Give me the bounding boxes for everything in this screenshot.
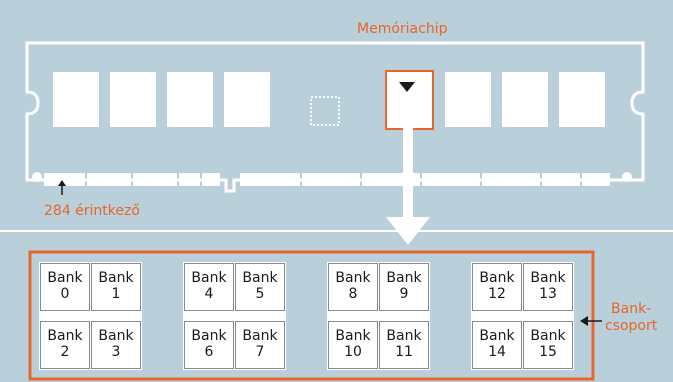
dimm-module-outline — [25, 41, 645, 193]
big-arrow-shaft — [403, 128, 413, 220]
memory-chip — [502, 72, 548, 127]
contacts-label: 284 érintkező — [44, 203, 140, 219]
contact-strip — [44, 173, 610, 186]
memory-chip — [559, 72, 605, 127]
bank-group-label: Bank- csoport — [605, 301, 658, 334]
memory-chip — [167, 72, 213, 127]
memory-chip — [53, 72, 99, 127]
bank-group-pointer-arrow — [580, 316, 588, 326]
memory-chip — [110, 72, 156, 127]
memory-chip-highlighted — [385, 70, 434, 130]
mounting-hole-right — [622, 172, 632, 182]
contacts-pointer-arrow — [58, 180, 66, 186]
mounting-hole-left — [32, 172, 42, 182]
chip-pointer-arrow — [399, 82, 415, 92]
memory-chip — [445, 72, 491, 127]
memory-chip-label: Memóriachip — [357, 21, 448, 37]
bank-group-frame — [28, 250, 595, 381]
memory-chip — [224, 72, 270, 127]
spd-chip — [310, 96, 340, 126]
